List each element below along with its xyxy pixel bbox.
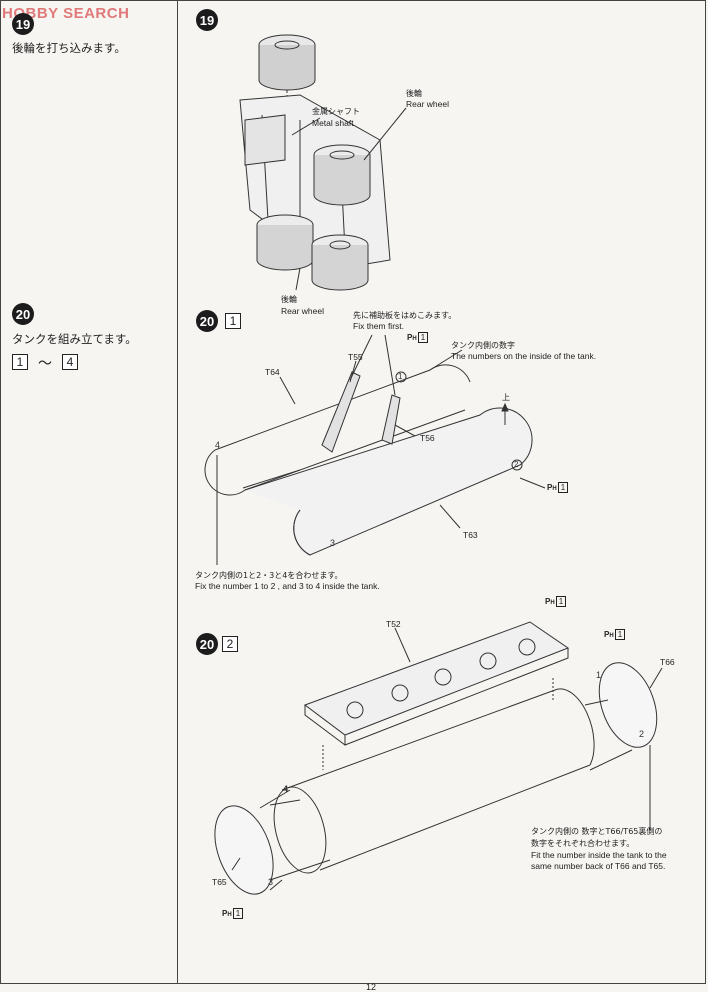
step-range-start: 1 [12, 354, 28, 370]
part-t64: T64 [265, 367, 280, 377]
part-t66: T66 [660, 657, 675, 667]
tank-halves-illustration [204, 334, 546, 565]
hobby-search-watermark: HOBBY SEARCH [2, 5, 130, 22]
diagram-20-1-sub-box: 1 [225, 313, 241, 329]
up-label: 上 [502, 393, 510, 402]
cap-note-jp-2: 数字をそれぞれ合わせます。 [531, 839, 635, 848]
step-20-instruction: タンクを組み立てます。 [12, 332, 137, 346]
cap-note-en-2: same number back of T66 and T65. [531, 861, 666, 871]
step-range-end: 4 [62, 354, 78, 370]
mark-1: 1 [398, 372, 403, 381]
part-t63: T63 [463, 530, 478, 540]
cap-mark-2: 2 [639, 729, 645, 739]
fix-first-jp: 先に補助板をはめこみます。 [353, 311, 457, 320]
part-t56: T56 [420, 433, 435, 443]
cap-mark-1: 1 [596, 670, 602, 680]
mark-4: 4 [215, 440, 221, 450]
diagram-20-2-sub-box: 2 [222, 636, 238, 652]
step-19-instruction: 後輪を打ち込みます。 [12, 41, 126, 55]
cap-mark-3: 3 [268, 877, 274, 887]
diagram-20-2-step-badge: 20 [196, 633, 218, 655]
cap-note-jp-1: タンク内側の 数字とT66/T65裏側の [531, 827, 663, 836]
mark-2: 2 [514, 460, 519, 469]
inside-numbers-jp: タンク内側の数字 [451, 341, 515, 350]
mark-3: 3 [330, 538, 336, 548]
step-range-separator: 〜 [38, 356, 52, 372]
inside-numbers-en: The numbers on the inside of the tank. [451, 351, 597, 361]
diagram-20-1-step-badge: 20 [196, 310, 218, 332]
rear-wheel-top-en: Rear wheel [406, 99, 449, 109]
part-t52: T52 [386, 619, 401, 629]
cap-mark-4: 4 [283, 784, 289, 794]
diagram-19-badge: 19 [196, 9, 218, 31]
rear-wheel-top-jp: 後輪 [406, 89, 422, 98]
rear-wheel-bottom-jp: 後輪 [281, 295, 297, 304]
match-numbers-en: Fix the number 1 to 2 , and 3 to 4 insid… [195, 581, 380, 591]
part-t65: T65 [212, 877, 227, 887]
part-t55: T55 [348, 352, 363, 362]
rear-wheel-bottom-en: Rear wheel [281, 306, 324, 316]
step-20-badge: 20 [12, 303, 34, 325]
metal-shaft-en: Metal shaft [312, 118, 354, 128]
tank-assembly-illustration [214, 621, 663, 895]
page-number: 12 [366, 982, 377, 992]
rear-axle-illustration [239, 34, 407, 291]
step-19-badge: 19 [12, 13, 34, 35]
metal-shaft-jp: 金属シャフト [312, 107, 360, 116]
fix-first-en: Fix them first. [353, 321, 405, 331]
column-divider [177, 0, 178, 984]
cap-note-en-1: Fit the number inside the tank to the [531, 850, 667, 860]
match-numbers-jp: タンク内側の1と2・3と4を合わせます。 [195, 571, 343, 580]
